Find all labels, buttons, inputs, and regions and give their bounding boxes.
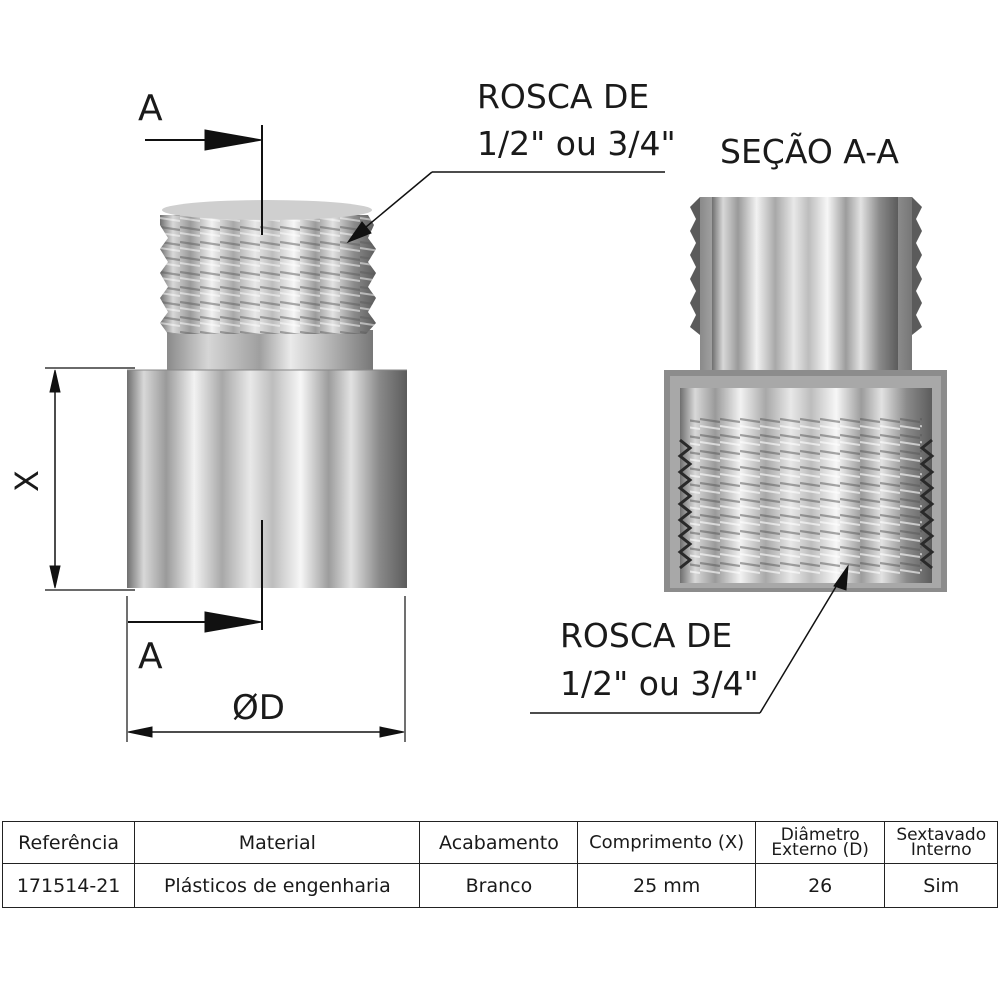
cell-material: Plásticos de engenharia <box>134 863 421 908</box>
nipple-neck <box>167 330 373 372</box>
section-bore <box>712 197 898 387</box>
header-finish: Acabamento <box>419 821 579 864</box>
header-material: Material <box>134 821 421 864</box>
cell-diameter: 26 <box>754 863 886 908</box>
female-thread <box>690 415 922 575</box>
header-hex: Sextavado Interno <box>884 821 998 864</box>
cell-hex: Sim <box>884 863 998 908</box>
table-header-row: Referência Material Acabamento Comprimen… <box>1 821 998 864</box>
thread-callout-top-line2: 1/2" ou 3/4" <box>477 124 676 163</box>
fitting-section-view <box>664 197 947 592</box>
thread-callout-top-line1: ROSCA DE <box>477 77 650 116</box>
cell-length: 25 mm <box>577 863 756 908</box>
spec-table: Referência Material Acabamento Comprimen… <box>1 821 998 908</box>
header-diameter: Diâmetro Externo (D) <box>754 821 886 864</box>
dimension-x <box>45 367 135 591</box>
thread-leader-top <box>346 171 665 244</box>
thread-leader-bottom <box>530 564 849 714</box>
length-label: X <box>7 470 46 492</box>
diameter-label: ØD <box>232 688 285 728</box>
body-cylinder <box>127 370 407 588</box>
section-arrow-top <box>204 129 263 151</box>
thread-callout-bottom-line1: ROSCA DE <box>560 616 733 655</box>
header-ref: Referência <box>1 821 136 864</box>
header-hex-line2: Interno <box>910 839 972 860</box>
section-line <box>128 125 263 633</box>
header-hex-line1: Sextavado <box>896 824 987 845</box>
cell-finish: Branco <box>419 863 579 908</box>
dimension-d <box>126 596 406 742</box>
section-arrow-bottom <box>204 611 263 633</box>
table-row: 171514-21 Plásticos de engenharia Branco… <box>1 863 998 908</box>
section-mark-bottom: A <box>138 636 163 677</box>
thread-callout-bottom-line2: 1/2" ou 3/4" <box>560 664 759 703</box>
header-diameter-line2: Externo (D) <box>771 839 869 860</box>
section-mark-top: A <box>138 88 163 129</box>
section-title: SEÇÃO A-A <box>720 132 899 171</box>
fitting-external-view <box>127 200 407 588</box>
cell-ref: 171514-21 <box>1 863 136 908</box>
header-length: Comprimento (X) <box>577 821 756 864</box>
header-diameter-line1: Diâmetro <box>780 824 860 845</box>
technical-drawing <box>45 125 947 742</box>
